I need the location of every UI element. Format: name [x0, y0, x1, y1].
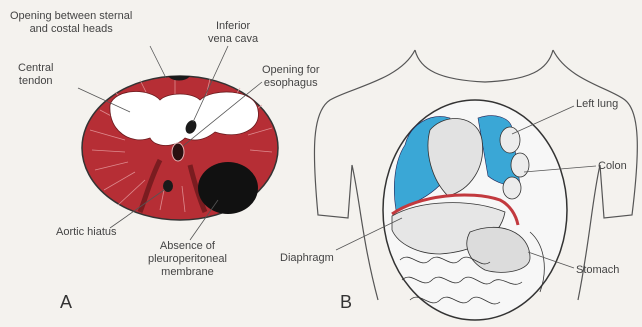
torso-illustration [314, 50, 637, 320]
label-sternal-opening: Opening between sternal and costal heads [10, 10, 132, 36]
label-absence-membrane: Absence of pleuroperitoneal membrane [148, 240, 227, 279]
panel-a-letter: A [60, 292, 72, 313]
label-sternal-opening-line2: and costal heads [10, 23, 132, 36]
label-aortic-hiatus: Aortic hiatus [56, 226, 117, 239]
label-central-tendon: Central tendon [18, 62, 53, 88]
label-absence-line1: Absence of [148, 240, 227, 253]
label-left-lung: Left lung [576, 98, 618, 111]
label-inferior-vena-cava-line1: Inferior [208, 20, 258, 33]
diaphragm-illustration [82, 76, 278, 220]
label-colon: Colon [598, 160, 627, 173]
label-central-tendon-line1: Central [18, 62, 53, 75]
label-inferior-vena-cava-line2: vena cava [208, 33, 258, 46]
label-sternal-opening-line1: Opening between sternal [10, 10, 132, 23]
label-absence-line3: membrane [148, 266, 227, 279]
esophagus-opening [172, 143, 184, 161]
label-central-tendon-line2: tendon [18, 75, 53, 88]
pleuroperitoneal-defect [198, 162, 258, 214]
aortic-hiatus-opening [163, 180, 173, 192]
label-esophagus-line1: Opening for [262, 64, 319, 77]
label-absence-line2: pleuroperitoneal [148, 253, 227, 266]
label-esophagus-opening: Opening for esophagus [262, 64, 319, 90]
panel-b-letter: B [340, 292, 352, 313]
label-inferior-vena-cava: Inferior vena cava [208, 20, 258, 46]
label-stomach: Stomach [576, 264, 619, 277]
label-diaphragm: Diaphragm [280, 252, 334, 265]
label-esophagus-line2: esophagus [262, 77, 319, 90]
